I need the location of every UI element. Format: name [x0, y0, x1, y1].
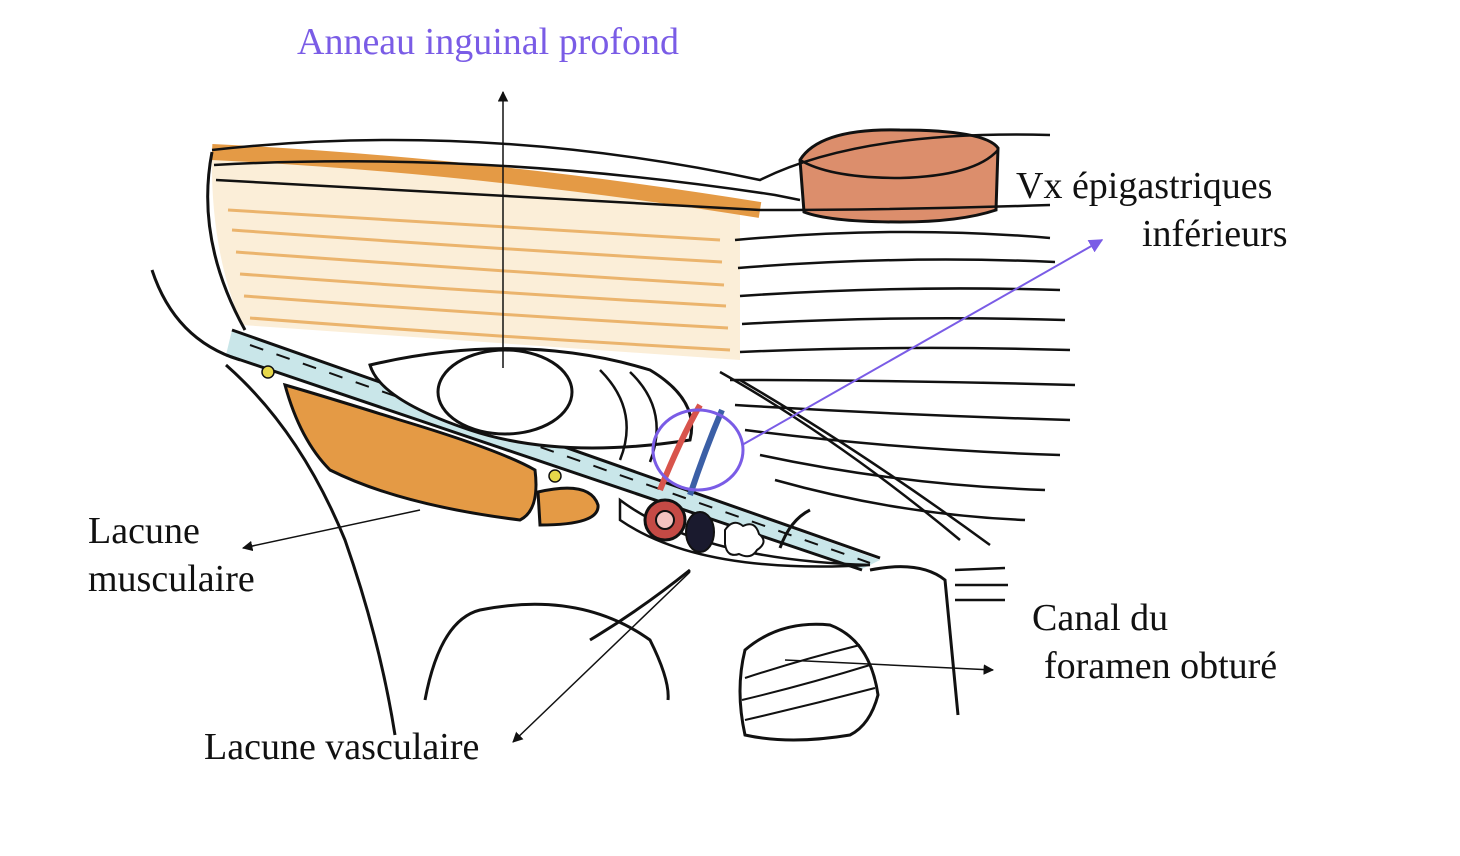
rectus-muscle	[798, 128, 1000, 224]
wall-fibres	[227, 208, 731, 352]
arrow-lacune-musculaire	[241, 509, 421, 552]
label-vx-line2: inférieurs	[1142, 213, 1288, 255]
label-canal-foramen-obture: Canal du foramen obturé	[1032, 594, 1277, 690]
label-lacune-v-text: Lacune vasculaire	[204, 726, 480, 768]
label-vx-epigastriques: Vx épigastriques inférieurs	[1016, 162, 1288, 258]
label-lacune-musculaire: Lacune musculaire	[88, 507, 255, 603]
label-vx-line1: Vx épigastriques	[1016, 165, 1273, 207]
lateral-lines	[954, 566, 1008, 602]
pelvic-bone	[150, 269, 960, 736]
arrow-lacune-vasculaire	[512, 571, 691, 743]
label-lacune-vasculaire: Lacune vasculaire	[204, 723, 479, 771]
label-canal-line2: foramen obturé	[1044, 645, 1278, 687]
transversalis-fibres	[719, 230, 1076, 547]
abdominal-wall-band	[206, 133, 1051, 360]
label-anneau-inguinal-profond: Anneau inguinal profond	[297, 18, 679, 66]
obturator-canal	[738, 622, 880, 742]
label-canal-line1: Canal du	[1032, 597, 1169, 639]
arrow-vx	[741, 239, 1104, 446]
label-lacune-m-line1: Lacune	[88, 510, 200, 552]
vascular-lacuna	[618, 497, 871, 568]
deep-inguinal-ring	[368, 347, 694, 463]
epigastric-vessels	[651, 403, 745, 496]
label-lacune-m-line2: musculaire	[88, 558, 255, 600]
arrow-canal-foramen	[784, 659, 995, 675]
label-anneau-text: Anneau inguinal profond	[297, 21, 680, 63]
muscular-lacuna	[261, 365, 600, 527]
